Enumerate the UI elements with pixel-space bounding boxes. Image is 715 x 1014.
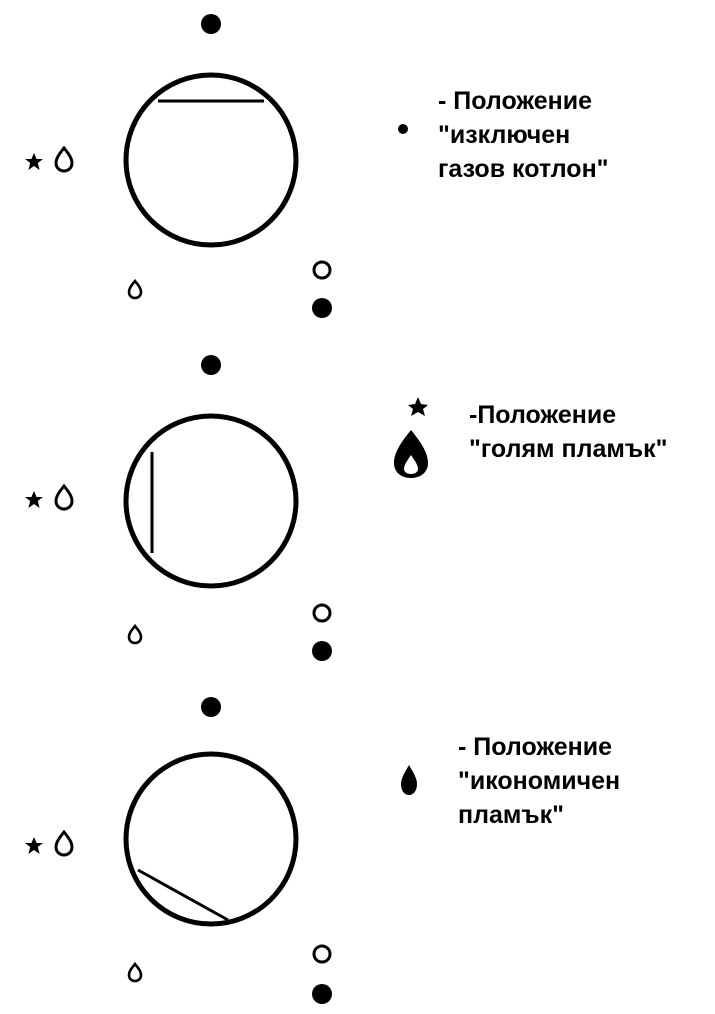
caption-line: "голям пламък" [469,435,668,463]
star-flame-icon [25,484,74,511]
caption-low-flame-position: - Положение "икономичен пламък" [458,730,620,832]
knob-group-off [25,14,408,318]
small-dot-icon [398,124,408,134]
open-circle-icon [312,603,332,623]
filled-circle-icon [312,298,332,318]
small-flame-icon [401,765,417,795]
caption-full-flame-position: -Положение "голям пламък" [469,398,667,466]
caption-line: газов котлон" [438,155,609,183]
small-drop-icon [127,623,143,645]
top-reference-dot [201,355,221,375]
caption-line: - Положение [438,87,593,115]
knob-group-full-flame [25,355,428,661]
caption-line: -Положение [469,401,617,429]
small-star-icon [408,397,428,416]
large-flame-icon [394,430,428,478]
knob-indicator-line [137,868,229,922]
knob-dial [123,72,299,248]
top-reference-dot [201,697,221,717]
knob-dial [123,413,299,589]
open-circle-icon [312,944,332,964]
caption-line: "изключен [438,121,571,149]
filled-circle-icon [312,641,332,661]
filled-circle-icon [312,984,332,1004]
caption-line: - Положение [458,733,613,761]
star-flame-icon [25,146,74,173]
star-flame-icon [25,830,74,857]
caption-off-position: - Положение "изключен газов котлон" [438,84,609,186]
top-reference-dot [201,14,221,34]
knob-group-low-flame [25,697,417,1004]
small-drop-icon [127,278,143,300]
open-circle-icon [312,260,332,280]
knob-dial [123,751,299,927]
small-drop-icon [127,961,143,983]
caption-line: пламък" [458,801,564,829]
caption-line: "икономичен [458,767,621,795]
